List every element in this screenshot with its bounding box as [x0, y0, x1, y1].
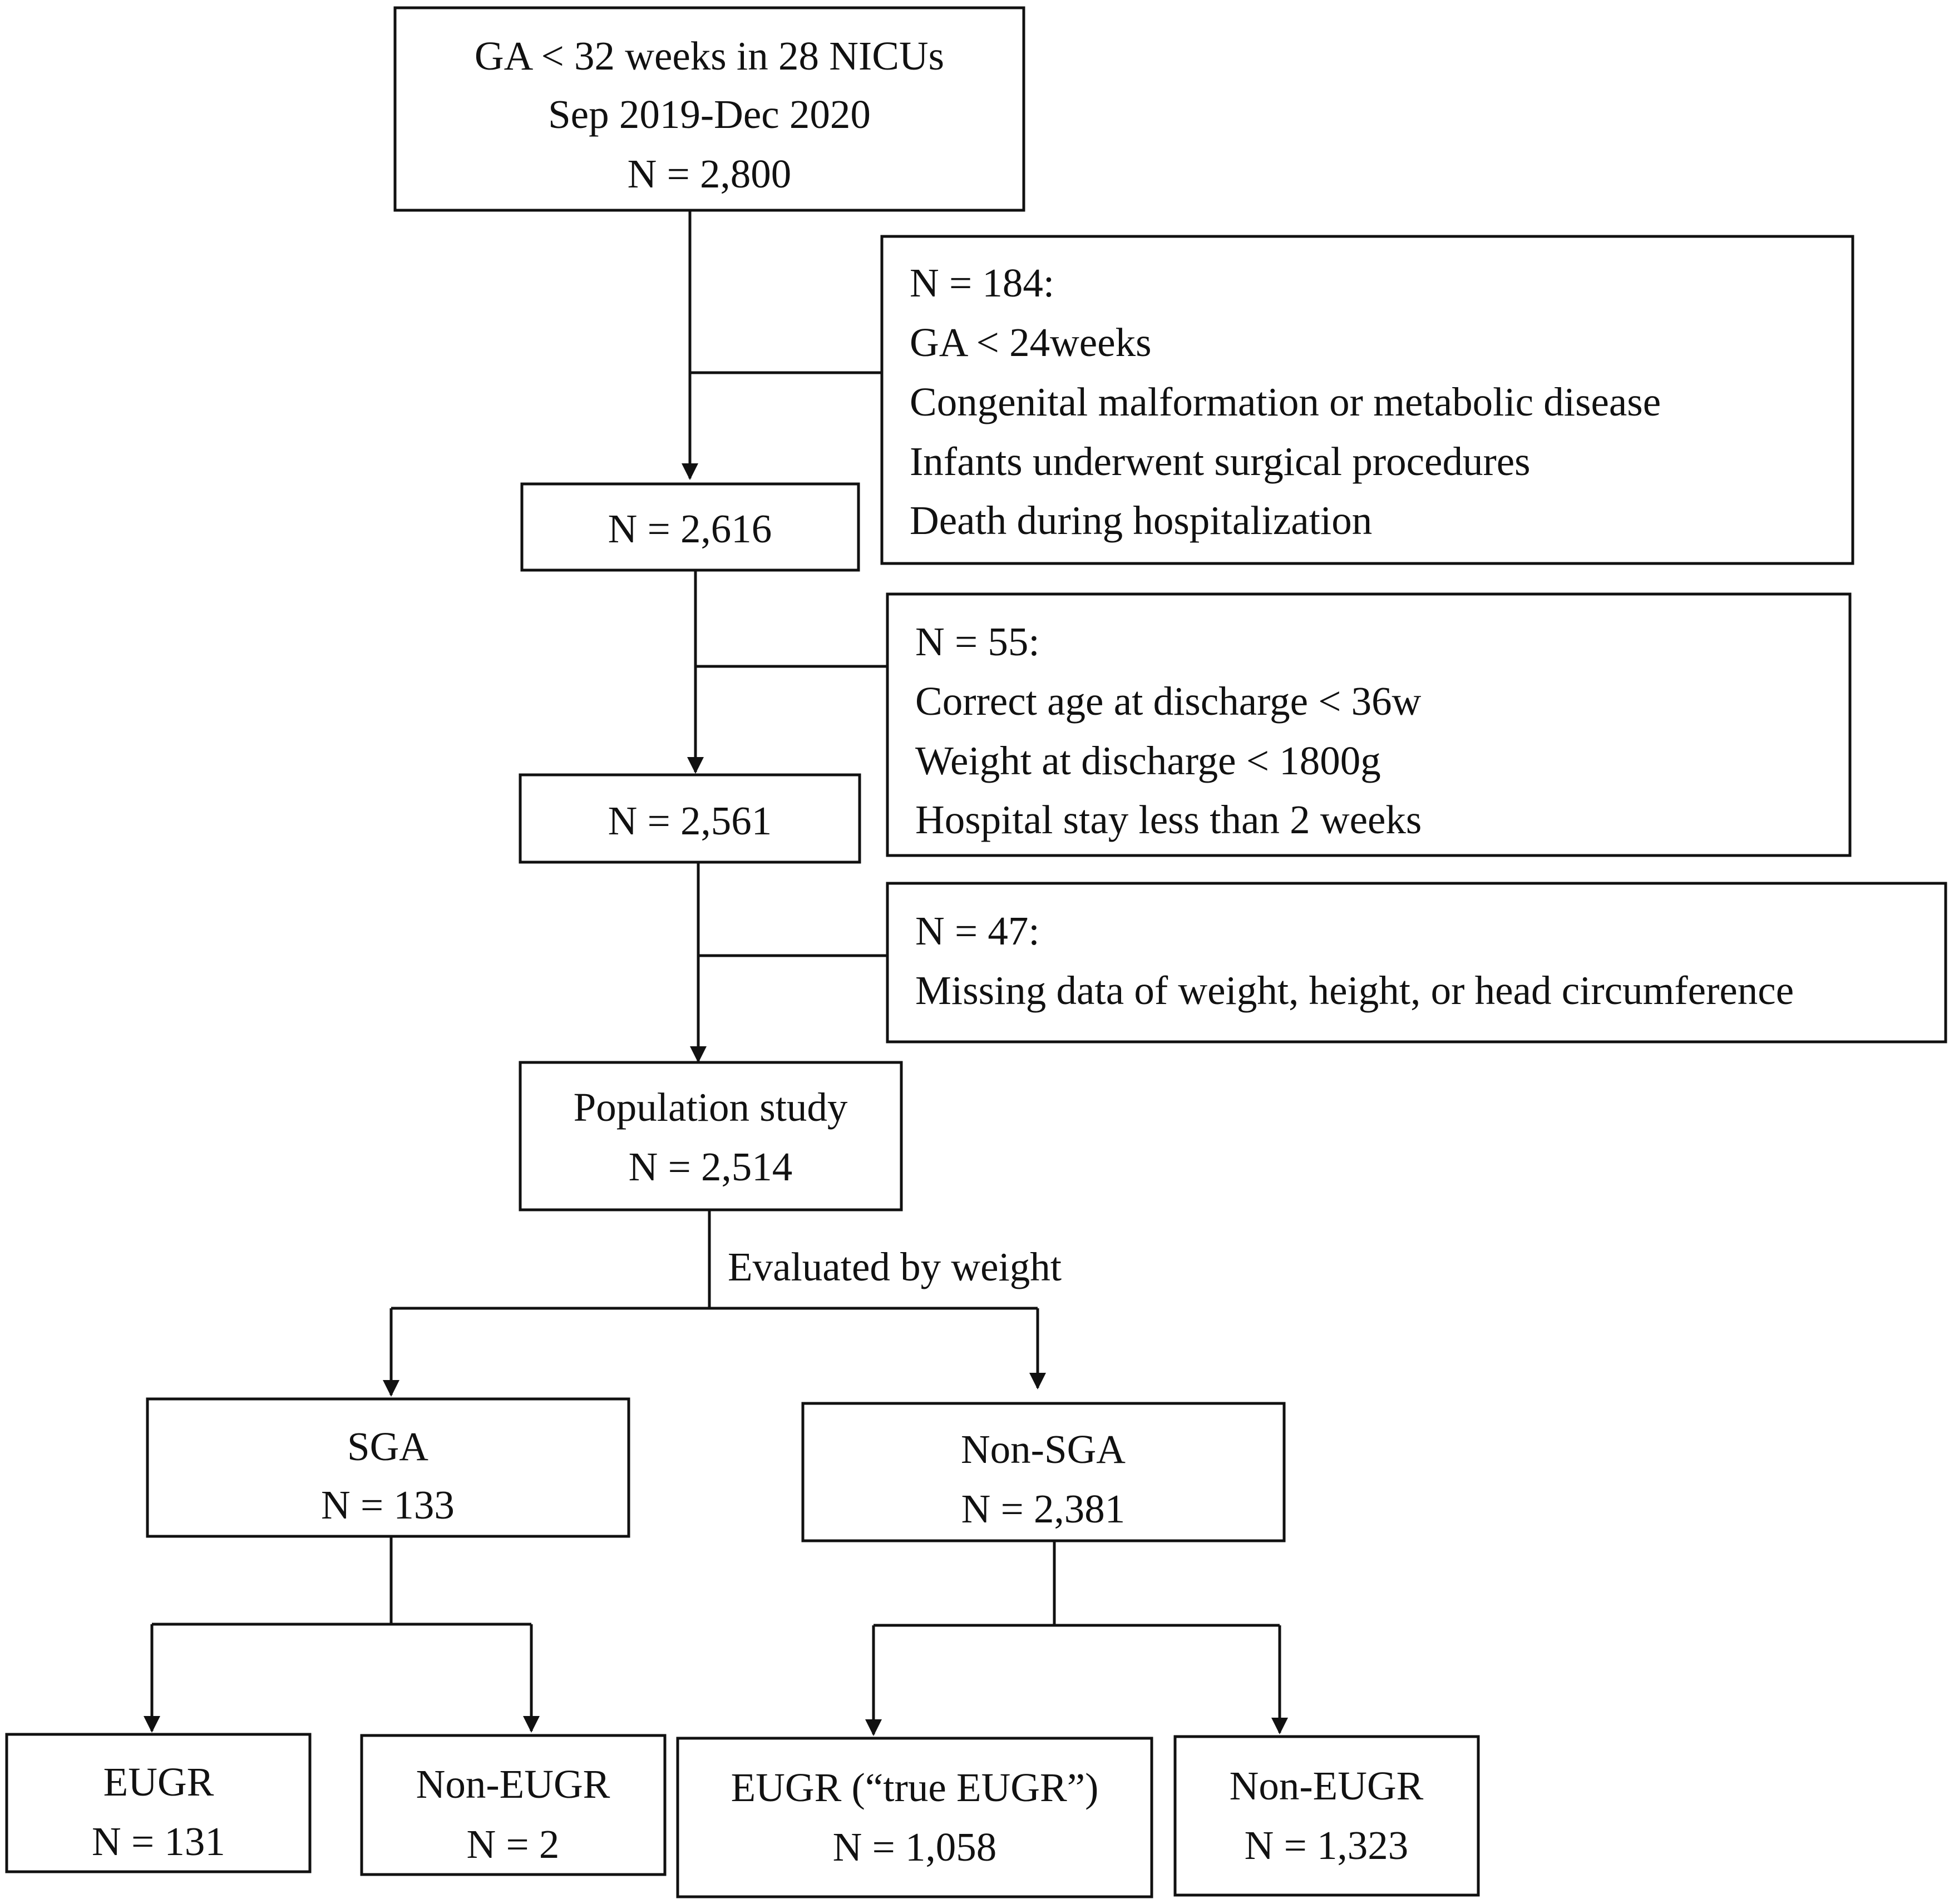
box-exclusion1-line-5: Death during hospitalization: [910, 498, 1372, 543]
box-sga-line-1: SGA: [347, 1424, 428, 1469]
box-nonsga-eugr-line-1: EUGR (“true EUGR”): [731, 1765, 1099, 1810]
box-non-sga: Non-SGA N = 2,381: [801, 1402, 1286, 1542]
connectors: [144, 210, 1288, 1736]
box-start-line-1: GA < 32 weeks in 28 NICUs: [475, 33, 944, 78]
box-exclusion2: N = 55: Correct age at discharge < 36w W…: [886, 592, 1852, 857]
box-start: GA < 32 weeks in 28 NICUs Sep 2019-Dec 2…: [393, 6, 1025, 212]
box-population-line-2: N = 2,514: [629, 1144, 793, 1189]
box-sga-non-eugr-line-2: N = 2: [467, 1822, 560, 1867]
box-sga-non-eugr-line-1: Non-EUGR: [416, 1762, 610, 1807]
box-exclusion1: N = 184: GA < 24weeks Congenital malform…: [880, 235, 1854, 565]
box-exclusion1-line-4: Infants underwent surgical procedures: [910, 439, 1531, 484]
edge-label-evaluated-by-weight: Evaluated by weight: [728, 1244, 1062, 1289]
box-remaining-2561-line-1: N = 2,561: [608, 798, 772, 843]
box-sga-line-2: N = 133: [321, 1482, 455, 1527]
box-exclusion2-line-2: Correct age at discharge < 36w: [915, 679, 1422, 724]
box-start-line-3: N = 2,800: [628, 151, 792, 196]
box-exclusion3-line-1: N = 47:: [915, 908, 1040, 953]
box-exclusion2-line-1: N = 55:: [915, 619, 1040, 664]
box-non-sga-line-1: Non-SGA: [961, 1427, 1126, 1472]
box-population-line-1: Population study: [574, 1085, 848, 1130]
box-exclusion1-line-2: GA < 24weeks: [910, 320, 1152, 365]
box-remaining-2616: N = 2,616: [520, 482, 860, 572]
box-non-sga-line-2: N = 2,381: [961, 1486, 1126, 1531]
box-sga: SGA N = 133: [146, 1397, 630, 1538]
box-sga-non-eugr: Non-EUGR N = 2: [360, 1734, 667, 1876]
box-remaining-2561: N = 2,561: [519, 773, 861, 864]
box-exclusion3: N = 47: Missing data of weight, height, …: [886, 882, 1947, 1044]
box-sga-eugr-line-2: N = 131: [92, 1819, 225, 1864]
box-start-line-2: Sep 2019-Dec 2020: [548, 92, 871, 137]
box-exclusion2-line-4: Hospital stay less than 2 weeks: [915, 797, 1422, 842]
box-nonsga-non-eugr-line-1: Non-EUGR: [1230, 1763, 1424, 1808]
box-population: Population study N = 2,514: [519, 1061, 903, 1211]
box-remaining-2616-line-1: N = 2,616: [608, 506, 772, 551]
box-exclusion3-line-2: Missing data of weight, height, or head …: [915, 968, 1794, 1013]
box-sga-eugr: EUGR N = 131: [5, 1733, 312, 1873]
box-exclusion1-line-1: N = 184:: [910, 260, 1054, 305]
box-exclusion2-line-3: Weight at discharge < 1800g: [915, 738, 1381, 783]
box-nonsga-non-eugr: Non-EUGR N = 1,323: [1173, 1735, 1480, 1897]
box-nonsga-eugr: EUGR (“true EUGR”) N = 1,058: [676, 1737, 1153, 1898]
box-nonsga-non-eugr-line-2: N = 1,323: [1245, 1823, 1409, 1868]
box-nonsga-eugr-line-2: N = 1,058: [833, 1824, 997, 1870]
box-exclusion1-line-3: Congenital malformation or metabolic dis…: [910, 379, 1661, 424]
box-sga-eugr-line-1: EUGR: [103, 1759, 214, 1804]
